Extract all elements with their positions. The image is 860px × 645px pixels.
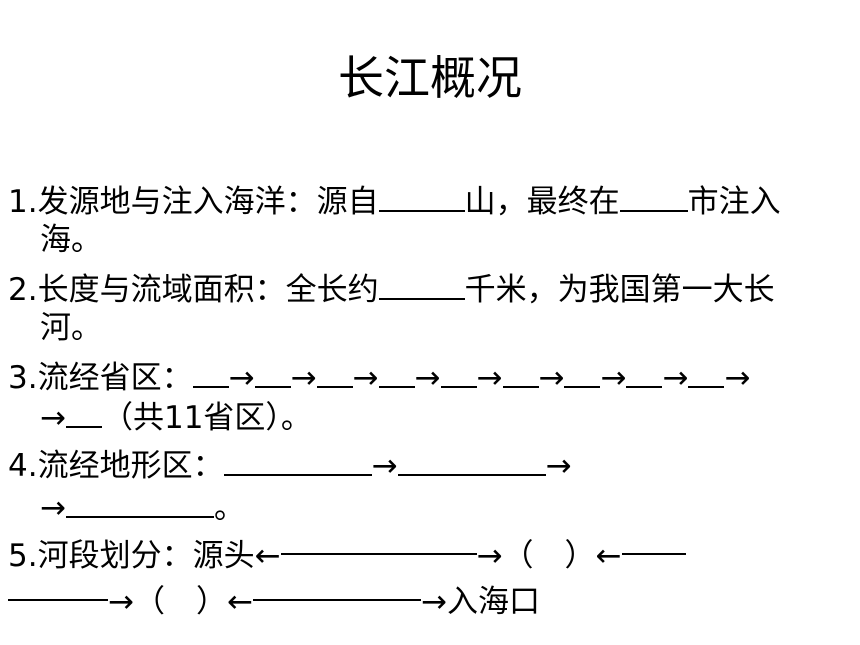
arrow-3: → xyxy=(352,360,379,396)
item-4-line-1: 4.流经地形区： → → xyxy=(8,446,572,486)
item-3-blank-9[interactable] xyxy=(688,362,725,388)
item-1-text-b: 山，最终在 xyxy=(464,184,620,220)
item-2-number: 2. xyxy=(8,272,38,308)
item-2-text-c: 河。 xyxy=(40,310,102,346)
item-3-blank-2[interactable] xyxy=(254,362,291,388)
arrow-2: → xyxy=(290,360,317,396)
arrow-10: → xyxy=(40,400,66,436)
slide-title: 长江概况 xyxy=(338,51,522,105)
arrow-15: ← xyxy=(595,538,622,574)
item-4-text-a: 流经地形区： xyxy=(37,448,224,484)
item-1-text-d: 海。 xyxy=(40,222,102,258)
item-1-number: 1. xyxy=(8,184,38,220)
arrow-7: → xyxy=(600,360,627,396)
arrow-13: → xyxy=(40,490,66,526)
item-3-blank-10[interactable] xyxy=(65,402,102,428)
item-5-number: 5. xyxy=(8,538,38,574)
item-3-blank-4[interactable] xyxy=(378,362,415,388)
arrow-4: → xyxy=(414,360,441,396)
item-1-blank-mountain[interactable] xyxy=(378,186,465,212)
arrow-14: → xyxy=(476,538,503,574)
item-3-blank-3[interactable] xyxy=(316,362,353,388)
arrow-8: → xyxy=(662,360,689,396)
item-1-text-c: 市注入 xyxy=(687,184,781,220)
item-3-blank-8[interactable] xyxy=(626,362,663,388)
middle-reach-line-a xyxy=(621,552,686,555)
arrow-12: → xyxy=(545,448,572,484)
item-4-blank-1[interactable] xyxy=(223,450,372,476)
item-2-text-a: 长度与流域面积：全长约 xyxy=(37,272,379,308)
arrow-18: → xyxy=(420,584,447,620)
item-4-end: 。 xyxy=(213,490,245,526)
item-2-line-2: 河。 xyxy=(40,308,102,348)
item-1-line-2: 海。 xyxy=(40,220,102,260)
item-5-line-1: 5.河段划分：源头← →（ ）← xyxy=(8,536,686,576)
arrow-9: → xyxy=(724,360,751,396)
item-3-line-2: → （共11省区）。 xyxy=(40,398,312,438)
item-4-blank-2[interactable] xyxy=(397,450,546,476)
item-5-text-a: 河段划分：源头← xyxy=(37,538,281,574)
item-4-number: 4. xyxy=(8,448,38,484)
lower-reach-line xyxy=(252,598,421,601)
item-3-blank-7[interactable] xyxy=(564,362,601,388)
arrow-11: → xyxy=(371,448,398,484)
arrow-1: → xyxy=(228,360,255,396)
arrow-16: → xyxy=(108,584,134,620)
item-2-line-1: 2.长度与流域面积：全长约 千米，为我国第一大长 xyxy=(8,270,775,310)
item-5-paren-1[interactable]: （ ） xyxy=(502,538,596,574)
item-4-line-2: →。 xyxy=(40,488,245,528)
item-3-blank-5[interactable] xyxy=(440,362,477,388)
item-3-text-b: （共11省区）。 xyxy=(101,400,312,436)
item-3-text-a: 流经省区： xyxy=(37,360,193,396)
item-3-number: 3. xyxy=(8,360,38,396)
item-4-blank-3[interactable] xyxy=(65,492,214,518)
item-5-paren-2[interactable]: （ ） xyxy=(133,584,227,620)
arrow-5: → xyxy=(476,360,503,396)
item-5-line-2: →（ ）←→入海口 xyxy=(8,582,540,622)
arrow-17: ← xyxy=(226,584,253,620)
middle-reach-line-b xyxy=(8,598,108,601)
upper-reach-line xyxy=(280,552,477,555)
item-1-text-a: 发源地与注入海洋：源自 xyxy=(37,184,379,220)
arrow-6: → xyxy=(538,360,565,396)
item-3-blank-6[interactable] xyxy=(502,362,539,388)
item-3-line-1: 3.流经省区： → → → → → → → → → xyxy=(8,358,750,398)
item-1-line-1: 1.发源地与注入海洋：源自 山，最终在 市注入 xyxy=(8,182,781,222)
item-2-blank-length[interactable] xyxy=(378,274,465,300)
item-2-text-b: 千米，为我国第一大长 xyxy=(464,272,775,308)
item-5-end: 入海口 xyxy=(446,584,540,620)
item-1-blank-city[interactable] xyxy=(619,186,688,212)
item-3-blank-1[interactable] xyxy=(192,362,229,388)
